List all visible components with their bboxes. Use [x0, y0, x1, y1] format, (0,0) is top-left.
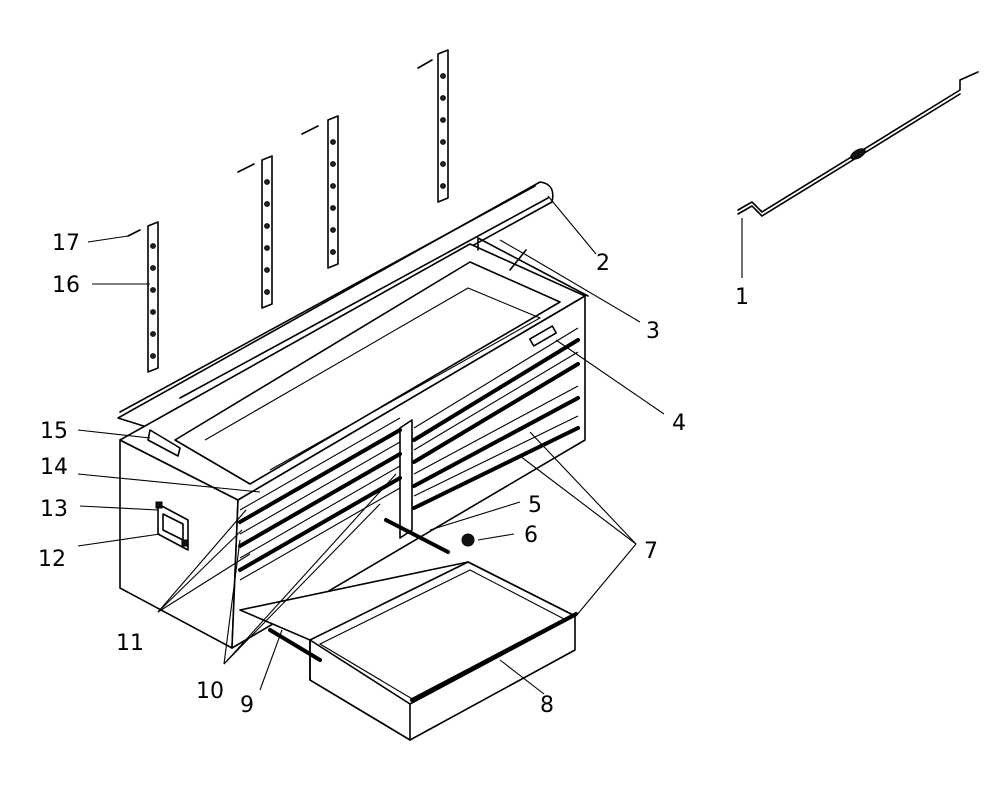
callout-15: 15: [40, 419, 68, 444]
callout-2: 2: [596, 251, 610, 276]
callout-10: 10: [196, 679, 224, 704]
hanger-strip-1: [127, 221, 159, 373]
callout-3: 3: [646, 319, 660, 344]
lid-hinge: [147, 429, 181, 457]
callout-4: 4: [672, 411, 686, 436]
drawer-slide: [384, 518, 450, 554]
drawer-knob: [461, 533, 475, 547]
cabinet-body: [119, 237, 589, 649]
callout-14: 14: [40, 455, 68, 480]
right-drawer-fronts: [412, 325, 580, 510]
callout-6: 6: [524, 523, 538, 548]
lid-support-rod: [737, 71, 979, 217]
hanger-strip-4: [417, 49, 449, 203]
leader-lines: [77, 195, 743, 695]
callout-8: 8: [540, 693, 554, 718]
callout-16: 16: [52, 273, 80, 298]
hanger-strip-2: [237, 155, 273, 309]
callout-11: 11: [116, 631, 144, 656]
hanger-strips: [127, 49, 449, 373]
callout-12: 12: [38, 547, 66, 572]
left-drawer-fronts: [238, 417, 402, 581]
callout-7: 7: [644, 539, 658, 564]
callout-labels: 1 2 3 4 5 6 7 8 9 10 11 12 13 14 15 16 1…: [38, 231, 749, 718]
callout-9: 9: [240, 693, 254, 718]
callout-17: 17: [52, 231, 80, 256]
callout-1: 1: [735, 285, 749, 310]
open-drawer: [239, 561, 578, 741]
callout-13: 13: [40, 497, 68, 522]
callout-5: 5: [528, 493, 542, 518]
side-handle: [155, 501, 189, 551]
hanger-strip-3: [301, 115, 339, 269]
